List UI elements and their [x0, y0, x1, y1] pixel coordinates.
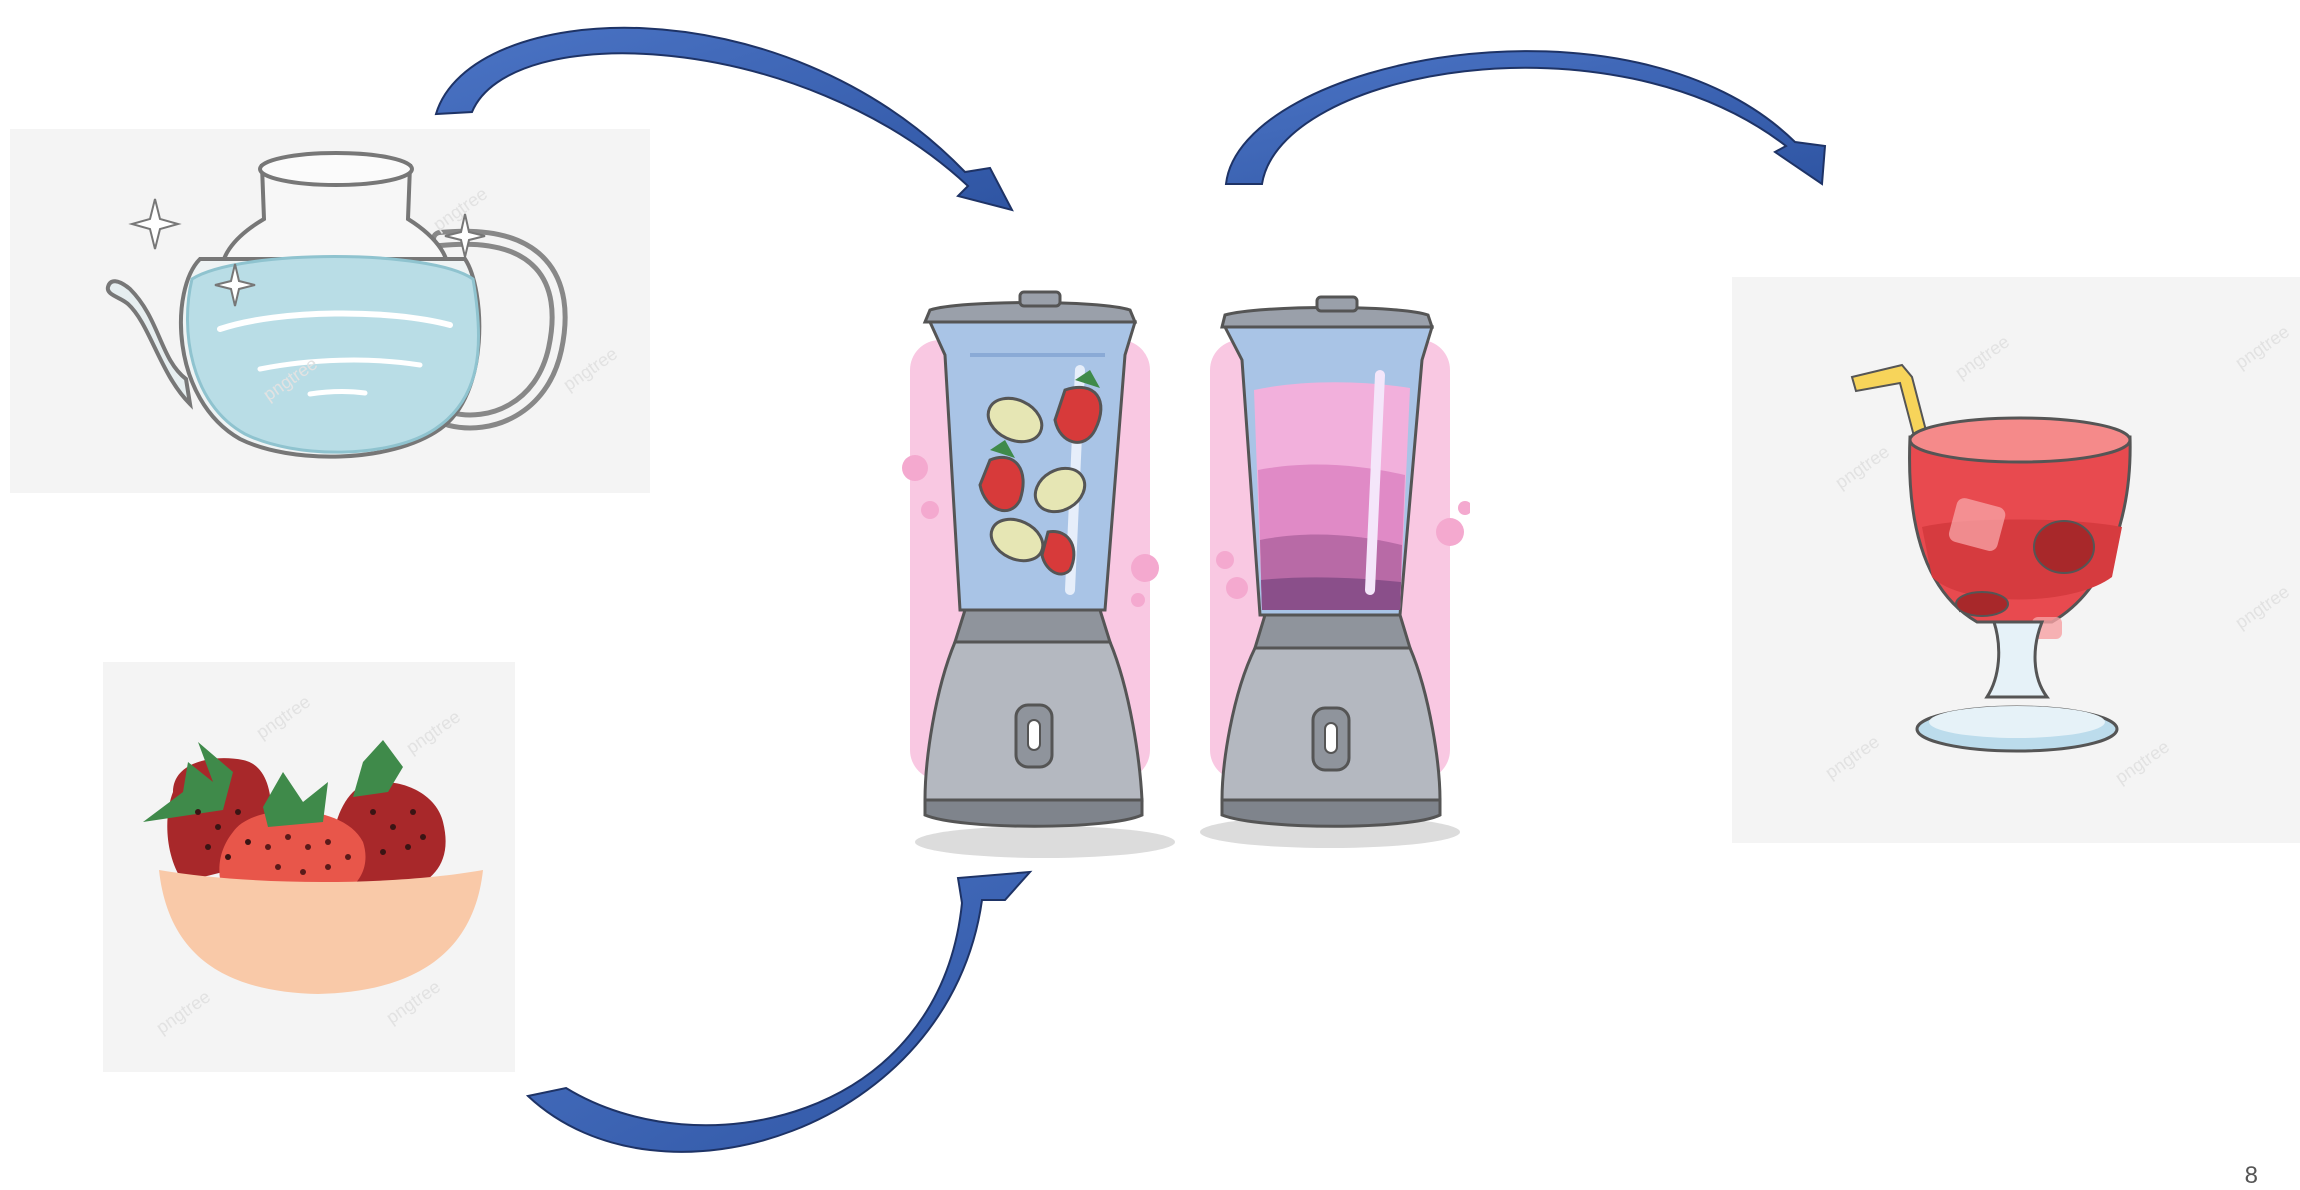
strawberry-icon [1042, 532, 1074, 575]
blender-with-fruit-icon [902, 292, 1159, 826]
strawberry-bowl-illustration: pngtree pngtree pngtree pngtree [103, 662, 515, 1072]
arrow-blender-to-drink [1226, 51, 1825, 184]
bowl-icon [159, 870, 483, 994]
blenders-illustration [880, 270, 1470, 880]
strawberry-drink-illustration: pngtree pngtree pngtree pngtree pngtree … [1732, 277, 2300, 843]
water-teapot-illustration: pngtree pngtree pngtree [10, 129, 650, 493]
page-number: 8 [2245, 1162, 2258, 1190]
blender-with-smoothie-icon [1210, 297, 1470, 826]
arrow-strawberries-to-blender [528, 872, 1030, 1152]
